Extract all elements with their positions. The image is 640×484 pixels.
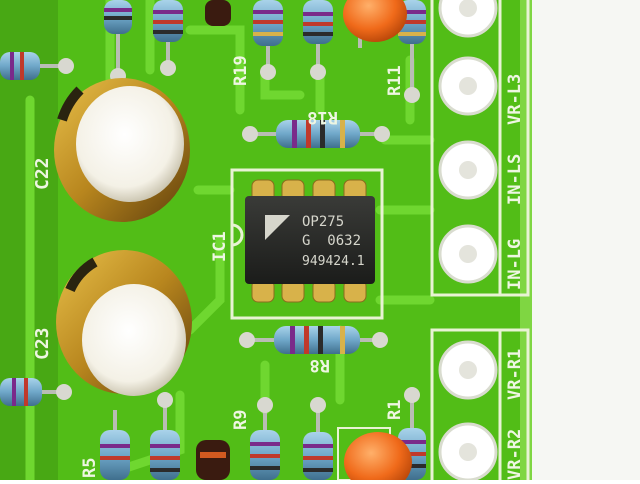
connector-outline [430,0,530,484]
analog-devices-logo [265,215,290,240]
connector-label-vr-r2: VR-R2 [505,429,525,480]
connector-label-vr-l3: VR-L3 [505,74,525,125]
resistor-top-2 [153,0,183,76]
capacitor-c22 [54,78,190,222]
resistor-bottom-5 [150,392,180,480]
ic-marking-line3: 949424.1 [302,254,365,269]
dark-component-top [205,0,231,26]
connector-label-in-lg: IN-LG [505,239,525,290]
ic-marking-line1: OP275 [302,214,344,230]
label-c22: C22 [32,157,53,190]
connector-label-vr-r1: VR-R1 [505,349,525,400]
label-c23: C23 [32,327,53,360]
connector-label-in-ls: IN-LS [505,154,525,205]
ic-pins-bottom [251,279,367,303]
orange-capacitor-top [343,0,407,48]
label-r18: R18 [307,107,338,127]
connector-pads [438,0,498,482]
background-surface [530,0,640,480]
dark-component-bottom [196,440,230,480]
top-resistors [104,0,426,103]
label-r8: R8 [310,355,330,375]
ic-marking-line2: G 0632 [302,233,361,249]
label-r1: R1 [385,400,405,420]
left-resistors [0,52,74,406]
resistor-r8 [239,326,388,354]
resistor-r5 [100,410,130,480]
label-r9: R9 [231,410,251,430]
resistor-r19 [253,0,283,80]
capacitor-c23 [56,250,192,396]
resistor-top-1 [104,0,132,84]
label-r19: R19 [231,55,251,86]
label-r11: R11 [385,65,405,96]
resistor-r18 [242,120,390,148]
bottom-resistors [100,387,426,484]
label-r5: R5 [80,458,100,478]
resistor-r9 [250,397,280,480]
label-ic1: IC1 [210,231,230,262]
resistor-bottom-2 [303,397,333,480]
resistor-top-4 [303,0,333,80]
